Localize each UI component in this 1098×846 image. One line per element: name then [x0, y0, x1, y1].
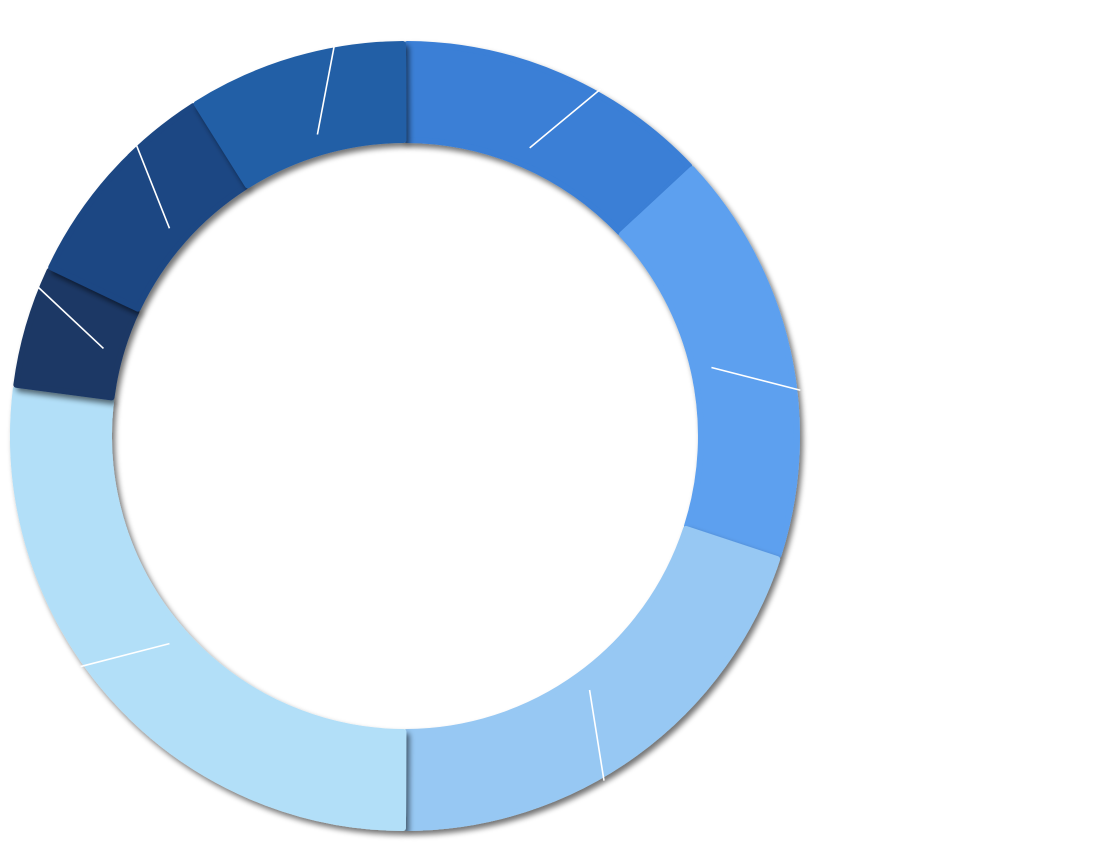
donut-slice-5: [13, 267, 140, 401]
slice-leader-line-2: [711, 366, 801, 392]
donut-slice-2: [618, 166, 800, 559]
donut-slice-7: [193, 41, 407, 189]
slice-leader-line-5: [35, 285, 105, 349]
slice-leader-line-4: [80, 642, 170, 668]
donut-slice-4: [10, 385, 407, 831]
donut-slice-3: [403, 525, 781, 831]
slice-leader-line-7: [316, 44, 336, 135]
donut-slice-1: [403, 41, 693, 236]
slice-leader-line-3: [588, 689, 605, 781]
slice-leader-line-6: [134, 142, 171, 229]
leader-lines-layer: [35, 44, 801, 781]
slices-layer: [10, 41, 800, 831]
slice-leader-line-1: [529, 88, 601, 149]
donut-slice-6: [48, 103, 249, 312]
